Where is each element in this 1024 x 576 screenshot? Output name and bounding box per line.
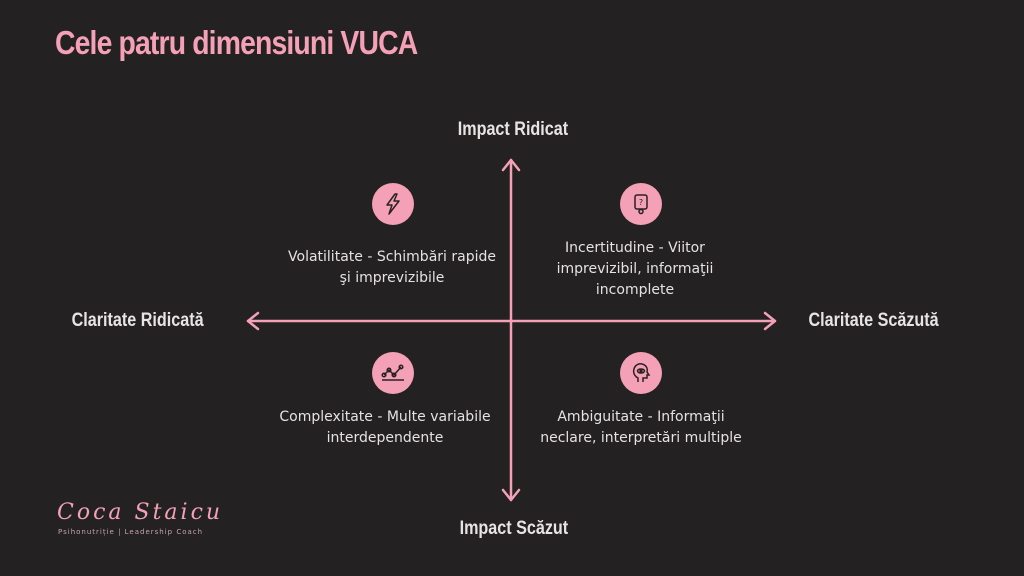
- arrow-right: [763, 311, 777, 331]
- lightning-icon: [372, 183, 414, 225]
- page-title: Cele patru dimensiuni VUCA: [55, 24, 418, 61]
- quadrant-ambiguity-text: Ambiguitate - Informaţii neclare, interp…: [540, 409, 742, 446]
- network-chart-icon: [372, 352, 414, 394]
- arrow-up: [501, 158, 521, 172]
- svg-text:?: ?: [639, 198, 643, 207]
- brand-logo: Coca Staicu: [57, 500, 224, 525]
- question-device-icon: ?: [620, 183, 662, 225]
- arrow-left: [246, 311, 260, 331]
- axis-label-left: Claritate Ridicată: [71, 310, 204, 331]
- head-eye-icon: [620, 352, 662, 394]
- quadrant-volatility-text: Volatilitate - Schimbări rapide şi impre…: [288, 249, 496, 286]
- quadrant-complexity-text: Complexitate - Multe variabile interdepe…: [279, 409, 491, 446]
- quadrant-uncertainty-text: Incertitudine - Viitor imprevizibil, inf…: [556, 240, 714, 298]
- arrow-down: [501, 488, 521, 502]
- axis-label-right: Claritate Scăzută: [808, 310, 939, 331]
- brand-tagline: Psihonutriție | Leadership Coach: [58, 528, 204, 536]
- axis-label-bottom: Impact Scăzut: [459, 518, 569, 539]
- axis-label-top: Impact Ridicat: [457, 119, 569, 140]
